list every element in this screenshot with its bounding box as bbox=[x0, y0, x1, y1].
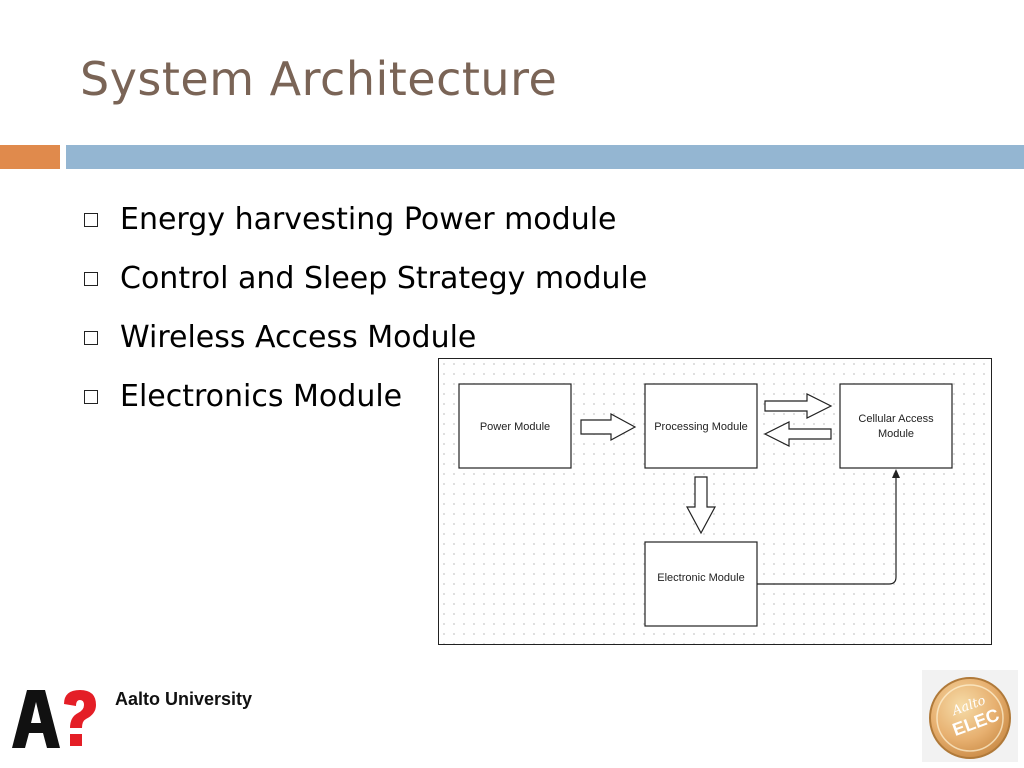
bullet-item: Control and Sleep Strategy module bbox=[80, 249, 647, 308]
bullet-item: Energy harvesting Power module bbox=[80, 190, 647, 249]
aalto-logo-icon bbox=[12, 690, 96, 748]
processing-module-label: Processing Module bbox=[654, 421, 748, 433]
bullet-text: Wireless Access Module bbox=[120, 320, 477, 355]
arrow-processing-to-cellular bbox=[764, 393, 833, 419]
bullet-item: Electronics Module bbox=[80, 367, 647, 426]
cellular-access-module-node: Cellular Access Module bbox=[839, 383, 953, 469]
cellular-access-label-line1: Cellular Access bbox=[858, 413, 934, 425]
square-bullet-icon bbox=[84, 271, 98, 286]
accent-bar-blue bbox=[66, 145, 1024, 169]
square-bullet-icon bbox=[84, 330, 98, 345]
university-name: Aalto University bbox=[115, 689, 253, 709]
power-module-node: Power Module bbox=[458, 383, 572, 469]
power-module-label: Power Module bbox=[480, 421, 550, 433]
architecture-diagram: Power Module Processing Module Cellular … bbox=[438, 358, 992, 645]
bullet-text: Control and Sleep Strategy module bbox=[120, 261, 648, 296]
accent-bar-orange bbox=[0, 145, 60, 169]
arrow-cellular-to-processing bbox=[763, 421, 832, 447]
arrow-processing-to-electronic bbox=[685, 476, 717, 535]
electronic-module-label: Electronic Module bbox=[657, 572, 744, 584]
connector-electronic-to-cellular bbox=[757, 477, 897, 585]
processing-module-node: Processing Module bbox=[644, 383, 758, 469]
square-bullet-icon bbox=[84, 389, 98, 404]
diagram-canvas: Power Module Processing Module Cellular … bbox=[458, 383, 953, 627]
arrow-power-to-processing bbox=[580, 412, 637, 442]
bullet-item: Wireless Access Module bbox=[80, 308, 647, 367]
slide-title: System Architecture bbox=[80, 52, 558, 106]
bullet-text: Electronics Module bbox=[120, 379, 403, 414]
electronic-module-node: Electronic Module bbox=[644, 541, 758, 627]
aalto-elec-badge-icon: Aalto ELEC bbox=[922, 670, 1018, 762]
bullet-list: Energy harvesting Power module Control a… bbox=[80, 190, 647, 426]
connector-arrowhead-icon bbox=[892, 469, 900, 478]
bullet-text: Energy harvesting Power module bbox=[120, 202, 617, 237]
cellular-access-label-line2: Module bbox=[878, 428, 914, 440]
square-bullet-icon bbox=[84, 212, 98, 227]
